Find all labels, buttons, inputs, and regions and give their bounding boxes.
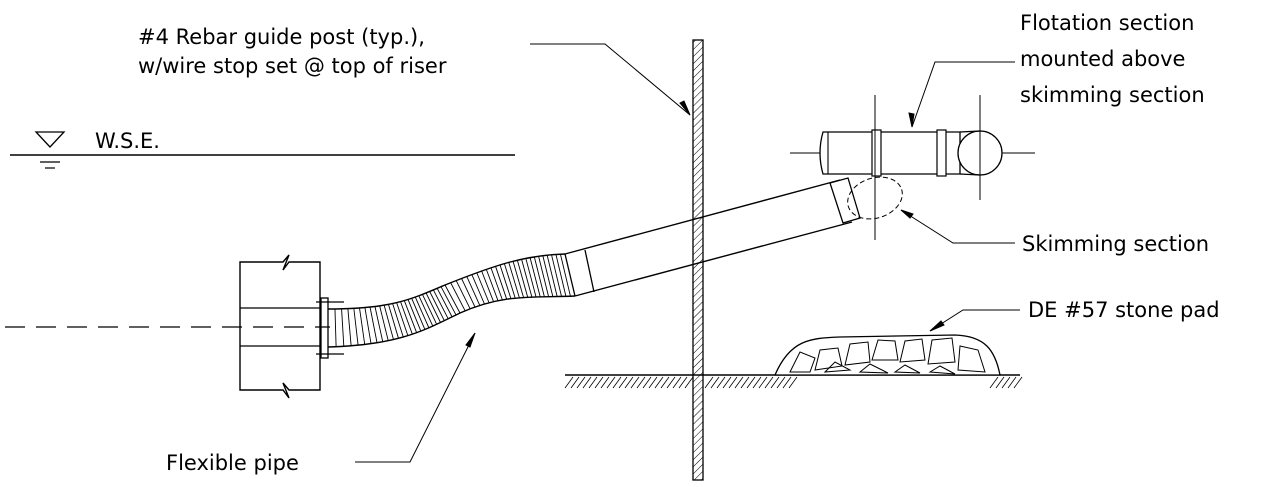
rebar-guide-post (692, 39, 704, 481)
guide-post-label-line2: w/wire stop set @ top of riser (138, 54, 447, 78)
skimming-label: Skimming section (1022, 232, 1209, 256)
wse-triangle-icon (34, 131, 66, 148)
leader-stone-pad (929, 309, 1020, 332)
flexible-pipe (327, 253, 576, 348)
leader-flexible-pipe (355, 332, 476, 463)
leader-flotation (911, 61, 1015, 128)
pipe-flange (320, 297, 329, 359)
wse-label: W.S.E. (95, 129, 160, 153)
flexible-pipe-label: Flexible pipe (166, 451, 299, 475)
leader-lines (355, 43, 1020, 463)
water-surface: W.S.E. (10, 129, 515, 169)
rigid-pipe (564, 177, 861, 297)
leader-guide-post (530, 43, 691, 116)
flotation-label-line3: skimming section (1020, 83, 1205, 107)
stone-pad-label: DE #57 stone pad (1028, 298, 1220, 322)
flotation-section (790, 95, 1035, 240)
flotation-label-line2: mounted above (1020, 47, 1185, 71)
guide-post-label-line1: #4 Rebar guide post (typ.), (138, 25, 425, 49)
stone-pad (774, 334, 1001, 376)
skimming-section-outline (847, 176, 903, 220)
leader-skimming (900, 209, 1015, 244)
flotation-label-line1: Flotation section (1020, 11, 1194, 35)
ground (564, 374, 1023, 389)
riser-structure (239, 254, 344, 399)
